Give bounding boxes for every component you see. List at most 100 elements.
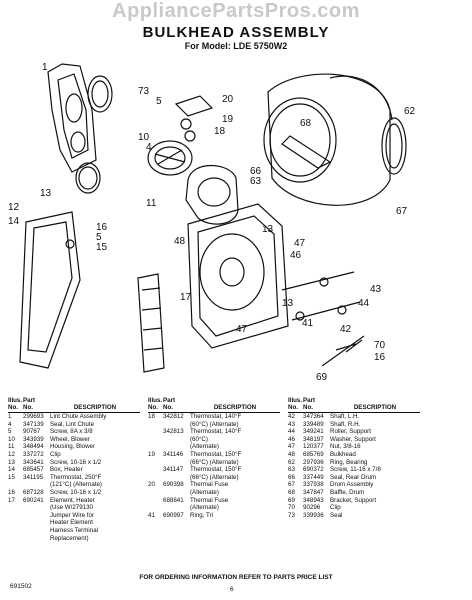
table-row: (121°C) (Alternate) [8, 481, 140, 489]
part-number [163, 443, 190, 451]
part-description: Screw, 8A x 3/8 [50, 428, 93, 436]
callout: 67 [396, 206, 408, 217]
heater-box-drawing [19, 211, 81, 369]
part-description: (60°C) [190, 435, 208, 443]
blower-wheel-drawing [147, 140, 193, 176]
part-number: 120377 [303, 443, 324, 451]
part-number [23, 504, 50, 512]
model-subtitle: For Model: LDE 5750W2 [184, 41, 288, 51]
part-number: 90296 [303, 504, 321, 512]
seal-73-drawing [87, 75, 113, 113]
callout: 62 [404, 106, 416, 117]
illus-number [148, 504, 163, 512]
part-description: Element, Heater [50, 496, 95, 504]
part-description: (121°C) (Alternate) [50, 481, 102, 489]
part-description: Seal [330, 511, 343, 519]
callout: 11 [146, 198, 157, 209]
page-title: BULKHEAD ASSEMBLY [142, 24, 330, 41]
watermark: AppliancePartsPros.com [112, 0, 360, 22]
callout: 16 [374, 352, 386, 363]
illus-number: 46 [288, 435, 295, 443]
exploded-diagram: 1 73 5 20 19 18 10 4 13 12 14 16 5 15 11… [8, 62, 416, 383]
part-number: 347847 [303, 488, 324, 496]
part-number: 343939 [23, 435, 44, 443]
illus-number: 66 [288, 473, 295, 481]
table-row: (60°C) [148, 436, 280, 444]
illus-number: 12 [8, 450, 15, 458]
part-number: 337272 [23, 450, 44, 458]
seal-4-drawing [75, 162, 101, 194]
illus-number [148, 489, 163, 497]
part-number: 337938 [303, 481, 324, 489]
part-number: 339489 [303, 420, 324, 428]
illus-number: 13 [8, 458, 15, 466]
part-number: 90767 [23, 428, 41, 436]
illus-number: 15 [8, 473, 15, 481]
part-description: Clip [330, 504, 341, 512]
callout: 4 [146, 142, 152, 153]
table-row: Replacement) [8, 535, 140, 543]
illus-number [8, 535, 23, 543]
part-number: 341195 [23, 473, 44, 481]
part-number: 685457 [23, 466, 44, 474]
illus-number: 10 [8, 435, 15, 443]
table-row: (Use W/279130 [8, 504, 140, 512]
part-number: 342813 [163, 428, 184, 436]
illus-number: 68 [288, 488, 295, 496]
lint-chute-drawing [47, 63, 97, 173]
part-number [23, 519, 50, 527]
callout: 5 [96, 232, 102, 243]
ordering-note: FOR ORDERING INFORMATION REFER TO PARTS … [139, 574, 333, 581]
bulkhead-drawing [187, 203, 289, 349]
callout: 19 [222, 114, 234, 125]
illus-number: 16 [8, 488, 15, 496]
callout: 47 [294, 238, 306, 249]
callout: 44 [358, 298, 370, 309]
illus-number: 19 [148, 450, 155, 458]
part-description: Shaft, L.H. [330, 413, 360, 420]
illus-number: 4 [8, 420, 12, 428]
part-description: Thermal Fuse [190, 481, 229, 489]
part-number: 687128 [23, 488, 44, 496]
part-description: Baffle, Drum [330, 488, 365, 496]
part-description: Harness Terminal [50, 526, 99, 534]
illus-number: 5 [8, 428, 12, 436]
illus-number: 43 [288, 420, 295, 428]
callout: 43 [370, 284, 382, 295]
callout: 48 [174, 236, 186, 247]
part-description: Ring, Bearing [330, 458, 368, 466]
callout: 70 [374, 340, 386, 351]
callout: 47 [236, 324, 248, 335]
table-row: (Alternate) [148, 489, 280, 497]
blower-housing-drawing [185, 165, 239, 225]
illus-number [8, 512, 23, 520]
part-number: 343641 [23, 458, 44, 466]
part-description: Screw, 11-16 x 7/8 [330, 466, 381, 474]
illus-number [148, 428, 163, 436]
part-description: Thermostat, 140°F [190, 428, 242, 436]
callout: 14 [8, 216, 20, 227]
part-number: 341146 [163, 450, 184, 458]
illus-number [148, 436, 163, 444]
part-number: 690241 [23, 496, 44, 504]
